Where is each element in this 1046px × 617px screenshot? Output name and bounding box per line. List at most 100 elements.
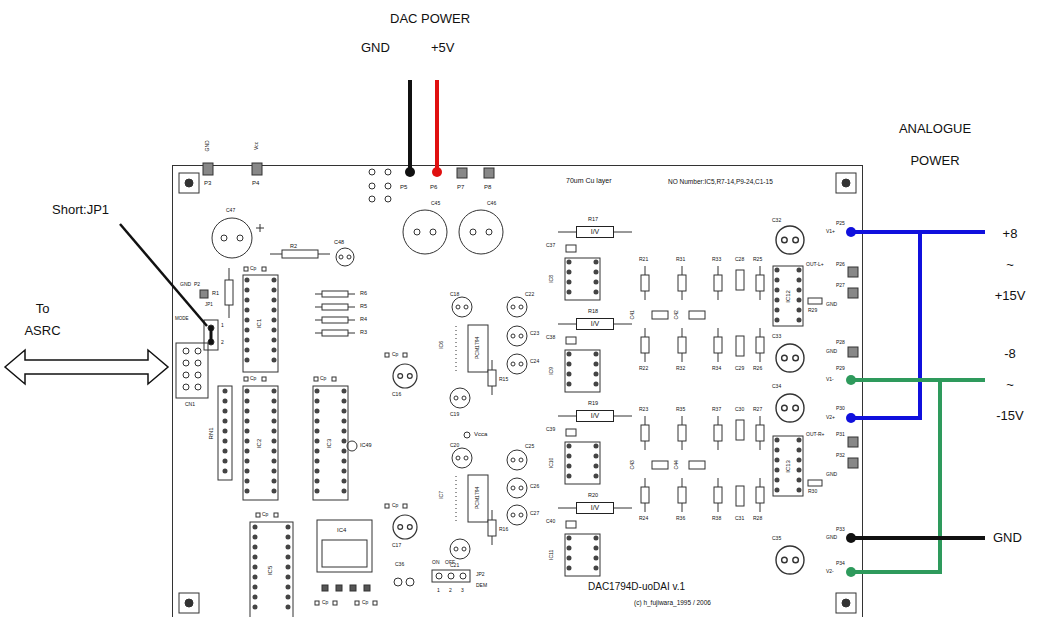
board-label: Cp [392,352,398,358]
resistor-box: I/V [576,410,614,422]
board-parts [274,513,278,517]
board-parts [385,353,389,357]
board-label: PCM1794 [475,337,481,359]
board-label: P33 [836,527,845,533]
iv-section [567,538,572,572]
board-label: C31 [735,516,744,522]
power-wires [405,80,985,577]
board-label: P32 [836,453,845,459]
filter-section [848,347,858,357]
board-parts [486,229,492,235]
board-label: IC4 [337,527,346,534]
dac-section [452,297,472,317]
board-parts [195,348,201,354]
filter-section [714,328,722,362]
board-parts [272,280,277,368]
filter-section [714,416,722,450]
board-label: R26 [753,366,762,372]
board-label: IC1 [257,318,264,327]
board-parts [322,317,348,323]
filter-section [756,266,764,300]
board-parts [237,235,243,241]
board-label: R36 [676,516,685,522]
board-label: P34 [836,561,845,567]
board-label: Vcc [254,142,260,150]
filter-section [756,416,764,450]
board-label: C18 [450,292,459,298]
board-label: GND [826,535,837,541]
board-label: 1 [221,323,224,329]
board-label: OUT-L+ [806,262,824,268]
board-label: GND [180,282,191,288]
board-label: 1 [437,588,440,594]
board-parts [221,235,227,241]
board-label: P4 [252,180,259,187]
board-label: C34 [772,384,781,390]
dac-section [507,450,527,470]
board-label: GND [993,531,1022,546]
board-label: C30 [735,407,744,413]
power-wires [851,380,940,572]
board-label: RN1 [208,427,215,439]
board-parts [253,527,258,617]
board-parts [484,168,494,178]
board-parts [218,386,232,480]
board-parts [243,275,278,372]
filter-section [678,478,686,512]
board-label: C43 [630,460,636,469]
board-label: C32 [772,218,781,224]
board-label: C24 [530,359,539,365]
board-label: R17 [588,216,598,222]
board-parts [286,527,291,617]
iv-section [594,262,599,296]
board-label: R35 [676,407,685,413]
iv-section [566,521,576,528]
board-label: C38 [546,335,555,341]
board-parts [183,384,189,390]
board-parts [322,540,367,567]
board-label: C47 [226,208,235,214]
dac-section [456,476,457,521]
board [185,599,193,607]
board-parts [256,513,260,517]
board-parts [322,291,348,297]
board-label: IC13 [785,460,792,473]
board-parts [313,386,348,500]
filter-section [689,311,705,319]
dac-section [452,448,472,468]
board-parts [394,578,402,586]
board-parts [223,391,228,476]
board-parts [406,578,414,586]
filter-section [808,298,822,304]
board-label: R38 [712,516,721,522]
board-label: R15 [499,377,508,383]
filter-section [678,266,686,300]
dac-section [488,370,496,386]
board-parts [347,441,357,451]
board-label: C35 [772,536,781,542]
iv-section [567,446,572,480]
dac-section [468,475,488,522]
board-parts [457,168,467,178]
callout-and-arrow [5,224,207,384]
filter-section [848,288,858,298]
board-label: R20 [588,492,598,498]
board-label: C33 [772,334,781,340]
dac-section [507,478,527,498]
board-label: R1 [212,290,219,296]
board-parts [200,290,208,298]
filter-section [652,461,668,469]
dac-section [507,297,527,317]
board-parts [262,377,266,381]
board-label: DAC POWER [390,12,470,27]
board-parts [448,573,454,579]
filter-section [773,436,803,496]
board-label: P27 [836,283,845,289]
board-label: P8 [484,184,491,191]
board-parts [195,384,201,390]
board-label: JP2 [476,572,485,578]
filter-section [808,480,822,486]
board-label: C36 [395,562,404,568]
